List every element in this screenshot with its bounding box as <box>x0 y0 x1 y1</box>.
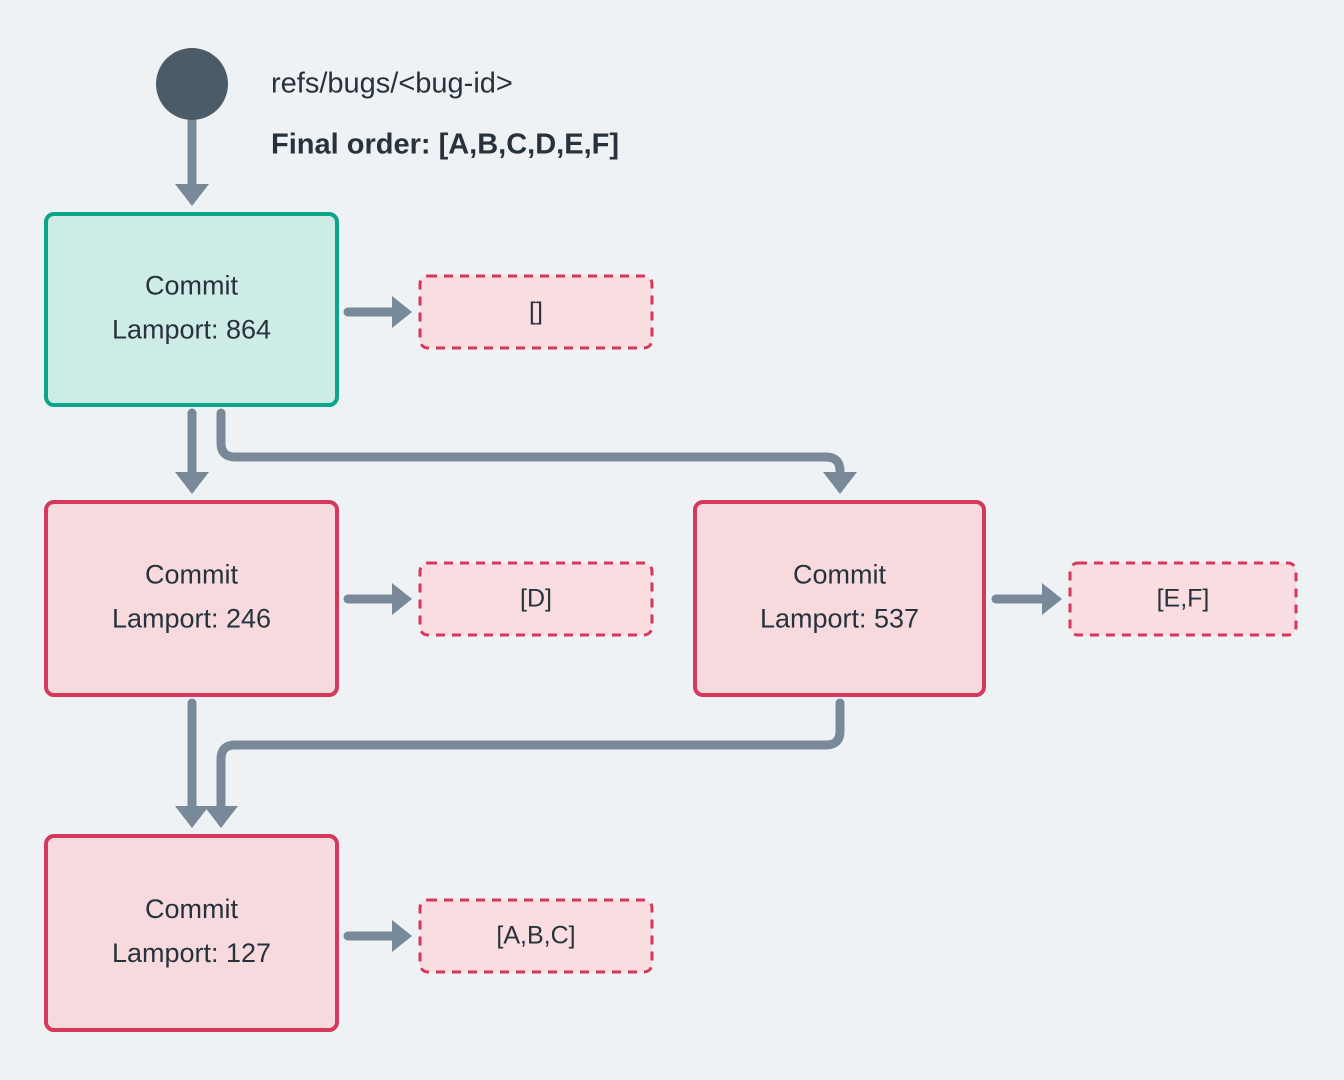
header-text-group: refs/bugs/<bug-id> Final order: [A,B,C,D… <box>271 68 619 161</box>
emit-127 <box>343 920 412 952</box>
edge-864-to-246 <box>175 408 209 494</box>
pending-ops-box: [A,B,C] <box>418 898 654 974</box>
pending-ops-label: [] <box>529 298 543 326</box>
edge-start-to-864 <box>175 115 209 206</box>
pending-ops-box: [E,F] <box>1068 561 1298 637</box>
pending-ops-label: [E,F] <box>1157 585 1210 613</box>
edge-246-to-127 <box>175 698 209 828</box>
edge-864-to-537 <box>216 408 857 494</box>
start-node-group <box>156 48 228 120</box>
commit-node-title: Commit <box>793 560 886 590</box>
commit-node-title: Commit <box>145 894 238 924</box>
final-order-label: Final order: [A,B,C,D,E,F] <box>271 129 619 161</box>
pending-ops-label: [A,B,C] <box>496 922 575 950</box>
commit-node-lamport: Lamport: 246 <box>112 604 271 634</box>
pending-ops-box: [] <box>418 274 654 350</box>
commit-node-lamport: Lamport: 127 <box>112 938 271 968</box>
pending-layer: [] [D] [E,F] [A,B,C] <box>418 274 1298 974</box>
emit-864 <box>343 296 412 328</box>
commit-node-lamport: Lamport: 537 <box>760 604 919 634</box>
pending-ops-label: [D] <box>520 585 552 613</box>
edge-layer <box>175 115 857 828</box>
ref-label: refs/bugs/<bug-id> <box>271 68 513 100</box>
pending-ops-box: [D] <box>418 561 654 637</box>
commit-node-title: Commit <box>145 271 238 301</box>
edge-537-to-127 <box>204 698 845 828</box>
commit-node-lamport: Lamport: 864 <box>112 315 271 345</box>
emit-arrow-layer <box>343 296 1062 952</box>
commit-node-title: Commit <box>145 560 238 590</box>
start-dot <box>156 48 228 120</box>
emit-537 <box>991 583 1062 615</box>
emit-246 <box>343 583 412 615</box>
